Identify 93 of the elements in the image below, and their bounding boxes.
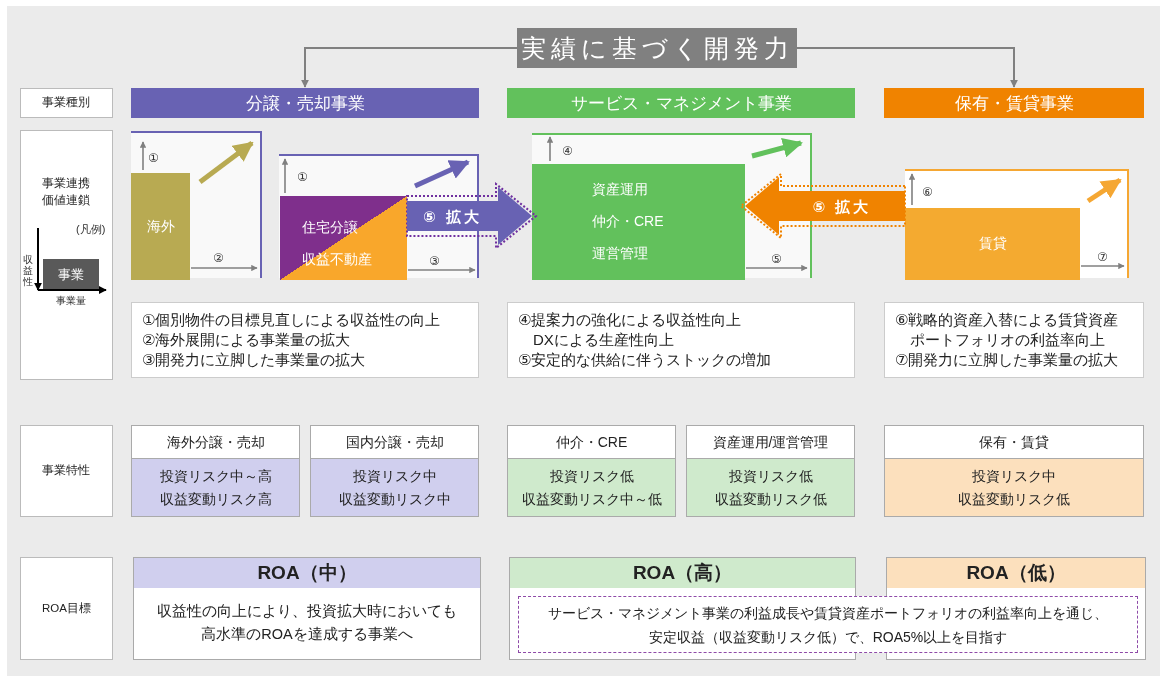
characteristic-card xyxy=(507,425,676,517)
header-text: 分譲・売却事業 xyxy=(245,92,365,115)
arrow xyxy=(281,158,289,194)
legend-sample-box xyxy=(43,259,99,290)
card-text: 収益変動リスク中～低 xyxy=(521,490,662,509)
edge-label: ③ xyxy=(429,255,440,267)
edge-label: ⑦ xyxy=(1097,251,1108,263)
row-label-text: 事業特性 xyxy=(41,463,92,479)
header-text: サービス・マネジメント事業 xyxy=(570,92,792,115)
description-text: DXによる生産性向上 xyxy=(532,330,674,350)
chart-frame xyxy=(279,154,479,278)
edge-label: ① xyxy=(148,152,159,164)
card-text: 投資リスク中 xyxy=(972,467,1056,486)
description-box xyxy=(884,302,1144,378)
card-text: 投資リスク低 xyxy=(549,467,634,486)
edge-label: ⑤ 拡大 xyxy=(812,198,872,214)
axis-label: 収益性 xyxy=(23,254,33,287)
edge-label: ④ xyxy=(562,145,573,157)
description-text: ⑤安定的な供給に伴うストックの増加 xyxy=(518,350,772,370)
arrow xyxy=(139,141,147,171)
description-box xyxy=(131,302,479,378)
expansion-arrow xyxy=(739,171,906,241)
row-label xyxy=(20,88,113,118)
header-text: 保有・賃貸事業 xyxy=(954,92,1074,115)
split-business-box xyxy=(280,196,407,280)
characteristic-card xyxy=(884,425,1144,517)
roa-card xyxy=(133,557,481,660)
category-header xyxy=(131,88,479,118)
row-label xyxy=(20,130,113,380)
card-text: 投資リスク中～高 xyxy=(159,467,272,486)
card-header: 仲介・CRE xyxy=(508,426,675,459)
card-header: ROA（高） xyxy=(510,558,855,588)
edge-label: ① xyxy=(297,171,308,183)
legend-sample-text: 事業 xyxy=(58,265,84,284)
description-text: ①個別物件の目標見直しによる収益性の向上 xyxy=(142,310,441,330)
description-text: ⑦開発力に立脚した事業量の拡大 xyxy=(895,350,1120,370)
category-header xyxy=(507,88,855,118)
arrow xyxy=(796,47,1018,88)
row-label-text: ROA目標 xyxy=(41,600,92,616)
business-box xyxy=(532,164,745,280)
characteristic-card xyxy=(310,425,479,517)
business-label: 運営管理 xyxy=(592,245,648,263)
business-label: 資産運用 xyxy=(592,181,648,199)
card-header: 海外分譲・売却 xyxy=(132,426,299,459)
chart-frame xyxy=(905,169,1129,278)
description-text: ⑥戦略的資産入替による賃貸資産ポートフォリオの利益率向上 xyxy=(895,310,1120,350)
card-text: 投資リスク低 xyxy=(728,467,813,486)
card-header: 保有・賃貸 xyxy=(885,426,1143,459)
business-label: 住宅分譲 xyxy=(302,219,358,237)
description-box xyxy=(507,302,855,378)
card-text: 収益変動リスク高 xyxy=(159,490,272,509)
arrow xyxy=(546,136,554,162)
arrow xyxy=(301,47,518,88)
category-header xyxy=(884,88,1144,118)
edge-label: ⑥ xyxy=(922,186,933,198)
arrow xyxy=(407,266,476,274)
arrow xyxy=(745,264,808,272)
card-header: 資産運用/運営管理 xyxy=(687,426,854,459)
legend-heading: (凡例) xyxy=(76,224,106,235)
card-text: 収益変動リスク中 xyxy=(338,490,451,509)
chart-frame xyxy=(532,133,812,278)
edge-label: ⑤ xyxy=(771,253,782,265)
business-box xyxy=(905,208,1080,280)
card-header: ROA（中） xyxy=(134,558,480,588)
card-header: 国内分譲・売却 xyxy=(311,426,478,459)
card-header: ROA（低） xyxy=(887,558,1145,588)
characteristic-card xyxy=(686,425,855,517)
edge-label: ⑤ 拡大 xyxy=(423,208,482,224)
row-label xyxy=(20,557,113,660)
row-label xyxy=(20,425,113,517)
row-label-text: 事業連携価値連鎖 xyxy=(41,176,92,209)
chart-frame xyxy=(131,131,262,278)
arrow xyxy=(190,264,258,272)
card-text: 投資リスク中 xyxy=(352,467,437,486)
description-text: ④提案力の強化による収益性向上 xyxy=(518,310,742,330)
banner-text: 実績に基づく開発力 xyxy=(520,32,794,64)
row-label-text: 事業種別 xyxy=(41,95,92,111)
description-text: ③開発力に立脚した事業量の拡大 xyxy=(142,350,366,370)
expansion-arrow xyxy=(406,181,538,251)
business-label: 仲介・CRE xyxy=(592,213,664,231)
card-text: 収益性の向上により、投資拡大時においても高水準のROAを達成する事業へ xyxy=(156,602,458,644)
card-text: 収益変動リスク低 xyxy=(714,490,827,509)
target-note-box xyxy=(518,596,1138,653)
business-label: 賃貸 xyxy=(978,235,1007,253)
description-text: ②海外展開による事業量の拡大 xyxy=(142,330,351,350)
arrow xyxy=(908,173,916,206)
business-label: 海外 xyxy=(146,217,175,236)
card-text: 収益変動リスク低 xyxy=(958,490,1070,509)
business-bar xyxy=(131,173,190,280)
arrow xyxy=(1080,262,1125,270)
target-text: サービス・マネジメント事業の利益成長や賃貸資産ポートフォリオの利益率向上を通じ、安定収益（収益変動リスク低）で、ROA5%以上を目指す xyxy=(547,603,1109,647)
edge-label: ② xyxy=(213,252,224,264)
characteristic-card xyxy=(131,425,300,517)
